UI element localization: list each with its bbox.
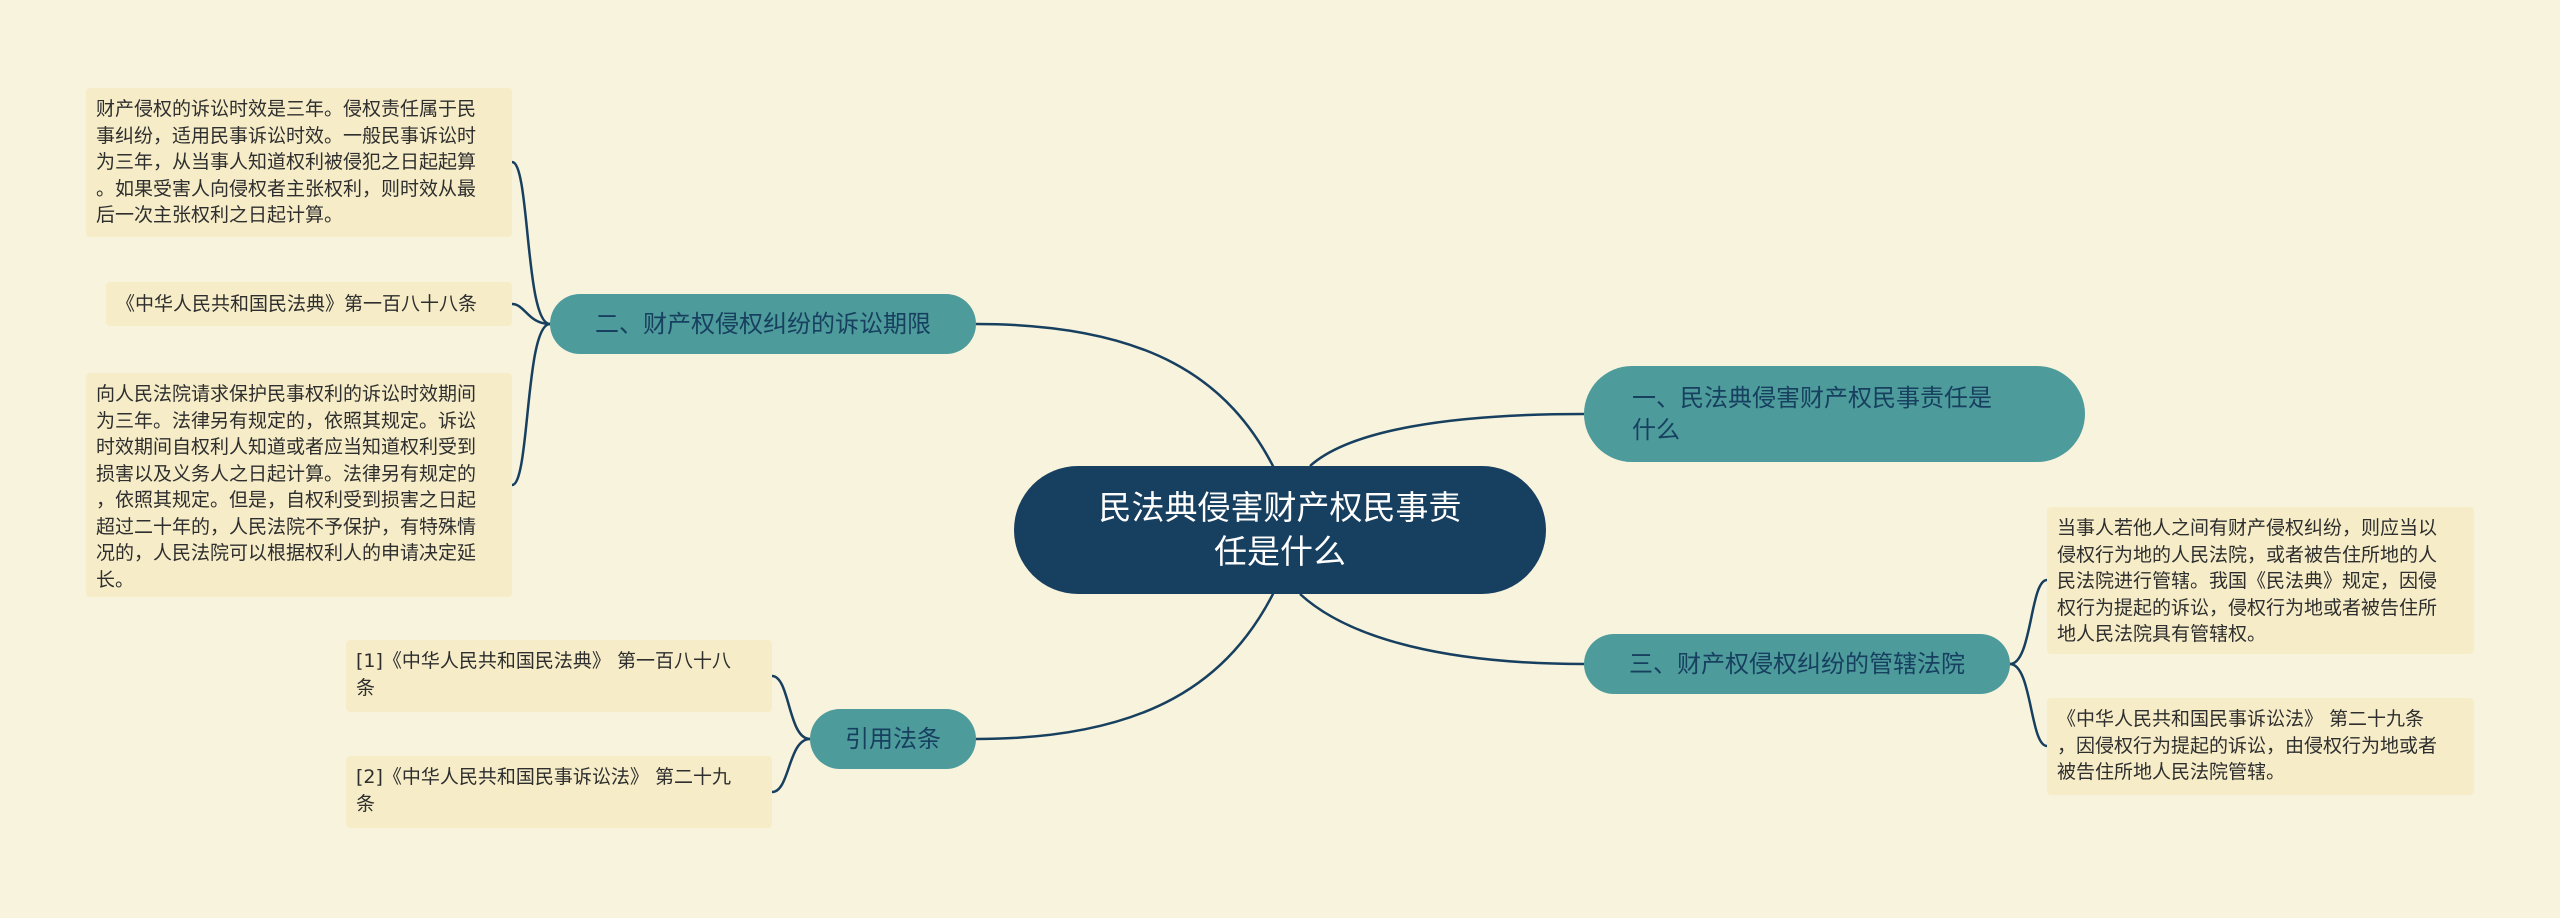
- leaf-limitation-explanation[interactable]: 财产侵权的诉讼时效是三年。侵权责任属于民 事纠纷，适用民事诉讼时效。一般民事诉讼…: [86, 88, 512, 237]
- connector-root-b2: [975, 322, 1277, 471]
- branch-label: 二、财产权侵权纠纷的诉讼期限: [595, 310, 931, 338]
- branch-jurisdiction[interactable]: 三、财产权侵权纠纷的管辖法院: [1584, 634, 2010, 694]
- branch-label: 一、民法典侵害财产权民事责任是 什么: [1632, 384, 1992, 444]
- branch-label: 引用法条: [845, 725, 941, 753]
- branch-label: 三、财产权侵权纠纷的管辖法院: [1629, 650, 1965, 678]
- branch-limitation-period[interactable]: 二、财产权侵权纠纷的诉讼期限: [550, 294, 976, 354]
- branch-civil-liability[interactable]: 一、民法典侵害财产权民事责任是 什么: [1584, 366, 2085, 462]
- leaf-civil-code-text[interactable]: 向人民法院请求保护民事权利的诉讼时效期间 为三年。法律另有规定的，依照其规定。诉…: [86, 373, 512, 597]
- connector-b2-leaf1: [511, 160, 551, 326]
- connector-root-b1: [1309, 412, 1585, 467]
- connector-b4-leaf2: [771, 737, 811, 794]
- connector-b3-leaf1: [2009, 578, 2048, 666]
- connector-root-b3: [1299, 593, 1585, 666]
- connector-b2-leaf3: [511, 322, 551, 487]
- leaf-jurisdiction-explanation[interactable]: 当事人若他人之间有财产侵权纠纷，则应当以 侵权行为地的人民法院，或者被告住所地的…: [2047, 507, 2474, 654]
- connector-b4-leaf1: [771, 674, 811, 741]
- leaf-procedure-law-article[interactable]: 《中华人民共和国民事诉讼法》 第二十九条 ，因侵权行为提起的诉讼，由侵权行为地或…: [2047, 698, 2474, 795]
- leaf-label: 《中华人民共和国民法典》第一百八十八条: [116, 292, 478, 315]
- leaf-citation-2[interactable]: [2]《中华人民共和国民事诉讼法》 第二十九 条: [346, 756, 772, 828]
- connector-root-b4: [975, 589, 1277, 741]
- connector-b3-leaf2: [2009, 662, 2048, 748]
- leaf-civil-code-article[interactable]: 《中华人民共和国民法典》第一百八十八条: [106, 282, 512, 326]
- connector-b2-leaf2: [511, 302, 551, 326]
- root-topic-label: 民法典侵害财产权民事责 任是什么: [1098, 488, 1462, 571]
- root-topic[interactable]: 民法典侵害财产权民事责 任是什么: [1014, 466, 1546, 594]
- branch-cited-laws[interactable]: 引用法条: [810, 709, 976, 769]
- leaf-citation-1[interactable]: [1]《中华人民共和国民法典》 第一百八十八 条: [346, 640, 772, 712]
